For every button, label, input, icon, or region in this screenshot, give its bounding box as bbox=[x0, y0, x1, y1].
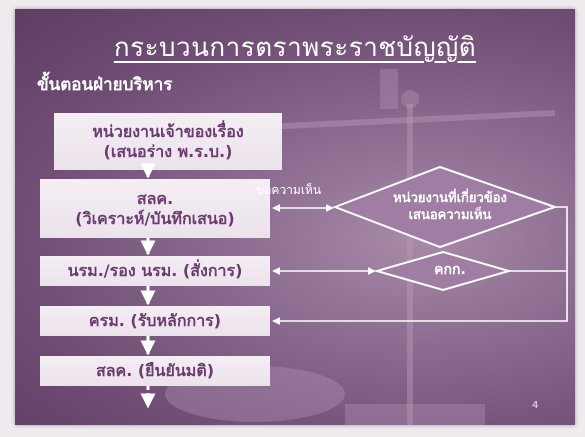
step-label: ครม. (รับหลักการ) bbox=[88, 311, 222, 330]
step-label: สลค. (ยืนยันมติ) bbox=[95, 361, 215, 380]
related-agencies-label: หน่วยงานที่เกี่ยวข้อง เสนอความเห็น bbox=[345, 191, 555, 225]
flow-step-pm-order: นรม./รอง นรม. (สั่งการ) bbox=[40, 256, 270, 286]
section-subtitle: ขั้นตอนฝ่ายบริหาร bbox=[37, 75, 173, 95]
node-label-line2: เสนอความเห็น bbox=[408, 207, 492, 223]
request-opinion-label: ขอความเห็น bbox=[256, 183, 322, 197]
step-label-line2: (เสนอร่าง พ.ร.บ.) bbox=[103, 141, 233, 161]
step-label-line1: สลค. bbox=[136, 188, 174, 208]
page-title: กระบวนการตราพระราชบัญญัติ bbox=[113, 33, 477, 63]
slide: กระบวนการตราพระราชบัญญัติ ขั้นตอนฝ่ายบริ… bbox=[15, 9, 575, 425]
committee-label: คกก. bbox=[434, 262, 466, 278]
page-number: 4 bbox=[532, 400, 539, 411]
flow-step-soc-analysis: สลค. (วิเคราะห์/บันทึกเสนอ) bbox=[40, 179, 270, 238]
step-label: นรม./รอง นรม. (สั่งการ) bbox=[67, 261, 243, 280]
flow-step-owner-agency: หน่วยงานเจ้าของเรื่อง (เสนอร่าง พ.ร.บ.) bbox=[54, 113, 282, 170]
flow-step-soc-confirm: สลค. (ยืนยันมติ) bbox=[40, 356, 270, 386]
step-label-line1: หน่วยงานเจ้าของเรื่อง bbox=[92, 121, 244, 141]
flow-step-cabinet-approval: ครม. (รับหลักการ) bbox=[40, 306, 270, 336]
node-label-line1: หน่วยงานที่เกี่ยวข้อง bbox=[393, 191, 507, 206]
step-label-line2: (วิเคราะห์/บันทึกเสนอ) bbox=[75, 208, 235, 228]
